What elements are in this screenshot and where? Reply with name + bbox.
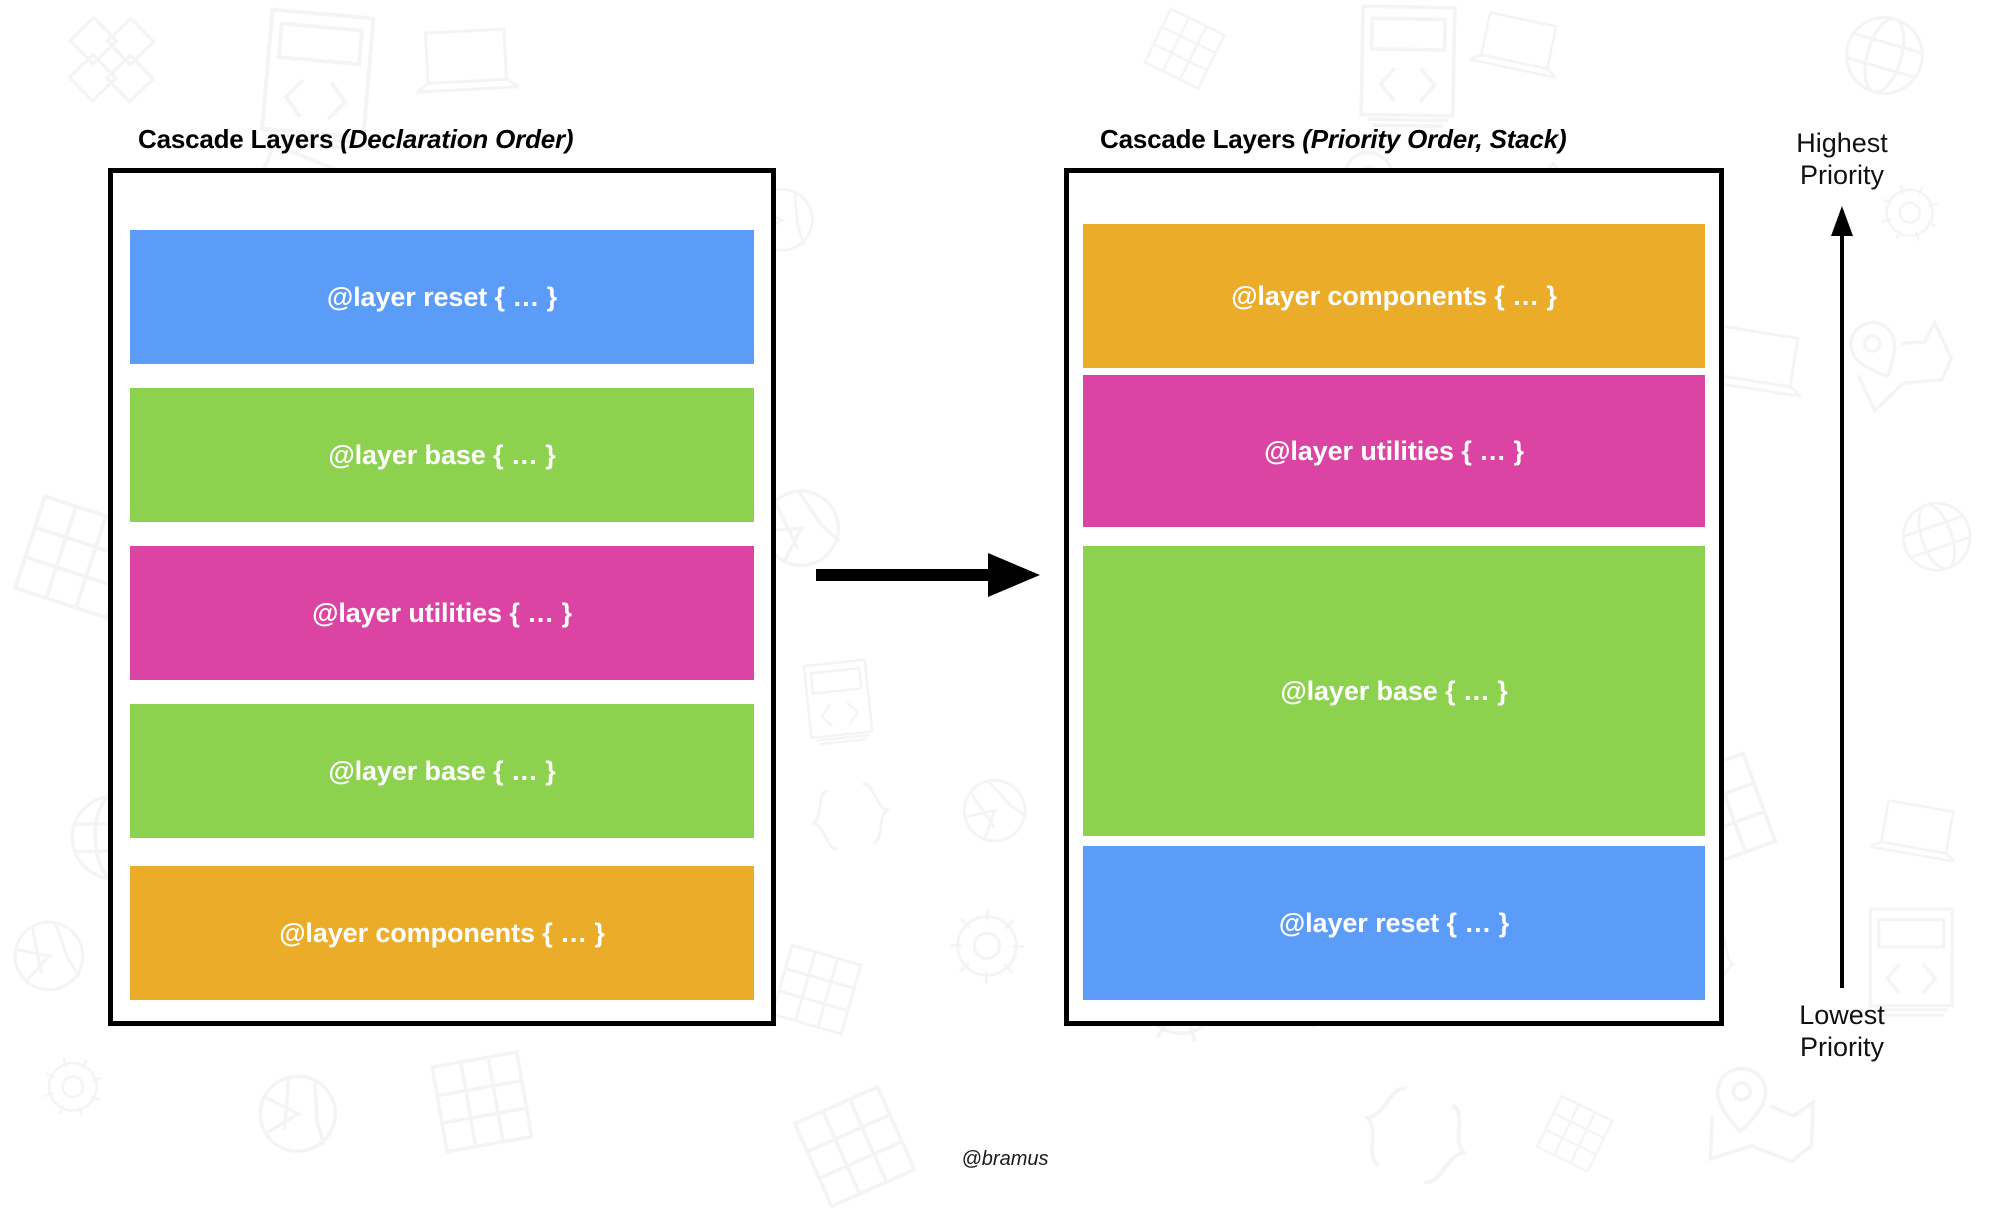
highest-priority-label: Highest Priority — [1732, 128, 1952, 192]
layer-bar-utilities-priority[interactable]: @layer utilities { … } — [1083, 375, 1705, 527]
layer-bar-components-priority[interactable]: @layer components { … } — [1083, 224, 1705, 368]
right-panel-title-emphasis: (Priority Order, Stack) — [1302, 124, 1567, 154]
left-panel-title-emphasis: (Declaration Order) — [340, 124, 574, 154]
layer-bar-base-2-declaration[interactable]: @layer base { … } — [130, 704, 754, 838]
cascade-layers-diagram: Cascade Layers (Declaration Order) @laye… — [108, 124, 1952, 1170]
layer-bar-label: @layer reset { … } — [1278, 907, 1510, 938]
highest-priority-line-2: Priority — [1799, 159, 1884, 190]
left-panel-title-main: Cascade Layers — [138, 124, 341, 154]
layer-bar-base-declaration[interactable]: @layer base { … } — [130, 388, 754, 522]
left-panel-title: Cascade Layers (Declaration Order) — [138, 124, 574, 154]
layer-bar-label: @layer base { … } — [328, 439, 556, 470]
lowest-priority-line-1: Lowest — [1799, 1000, 1885, 1030]
layer-bar-label: @layer utilities { … } — [1264, 435, 1524, 466]
layer-bar-base-priority[interactable]: @layer base { … } — [1083, 546, 1705, 836]
highest-priority-line-1: Highest — [1796, 128, 1888, 158]
layer-bar-label: @layer components { … } — [279, 917, 605, 948]
lowest-priority-line-2: Priority — [1799, 1031, 1884, 1062]
layer-bar-label: @layer reset { … } — [326, 281, 558, 312]
priority-up-arrow-icon — [1831, 206, 1853, 988]
layer-bar-label: @layer base { … } — [1280, 675, 1508, 706]
layer-bar-components-declaration[interactable]: @layer components { … } — [130, 866, 754, 1000]
layer-bar-reset-priority[interactable]: @layer reset { … } — [1083, 846, 1705, 1000]
layer-bar-label: @layer components { … } — [1231, 280, 1557, 311]
layer-bar-label: @layer utilities { … } — [312, 597, 572, 628]
right-panel-title: Cascade Layers (Priority Order, Stack) — [1100, 124, 1567, 154]
layer-bar-utilities-declaration[interactable]: @layer utilities { … } — [130, 546, 754, 680]
right-panel-title-main: Cascade Layers — [1100, 124, 1303, 154]
transform-arrow-icon — [816, 553, 1040, 597]
layer-bar-label: @layer base { … } — [328, 755, 556, 786]
lowest-priority-label: Lowest Priority — [1732, 1000, 1952, 1064]
layer-bar-reset-declaration[interactable]: @layer reset { … } — [130, 230, 754, 364]
author-credit: @bramus — [961, 1148, 1049, 1170]
